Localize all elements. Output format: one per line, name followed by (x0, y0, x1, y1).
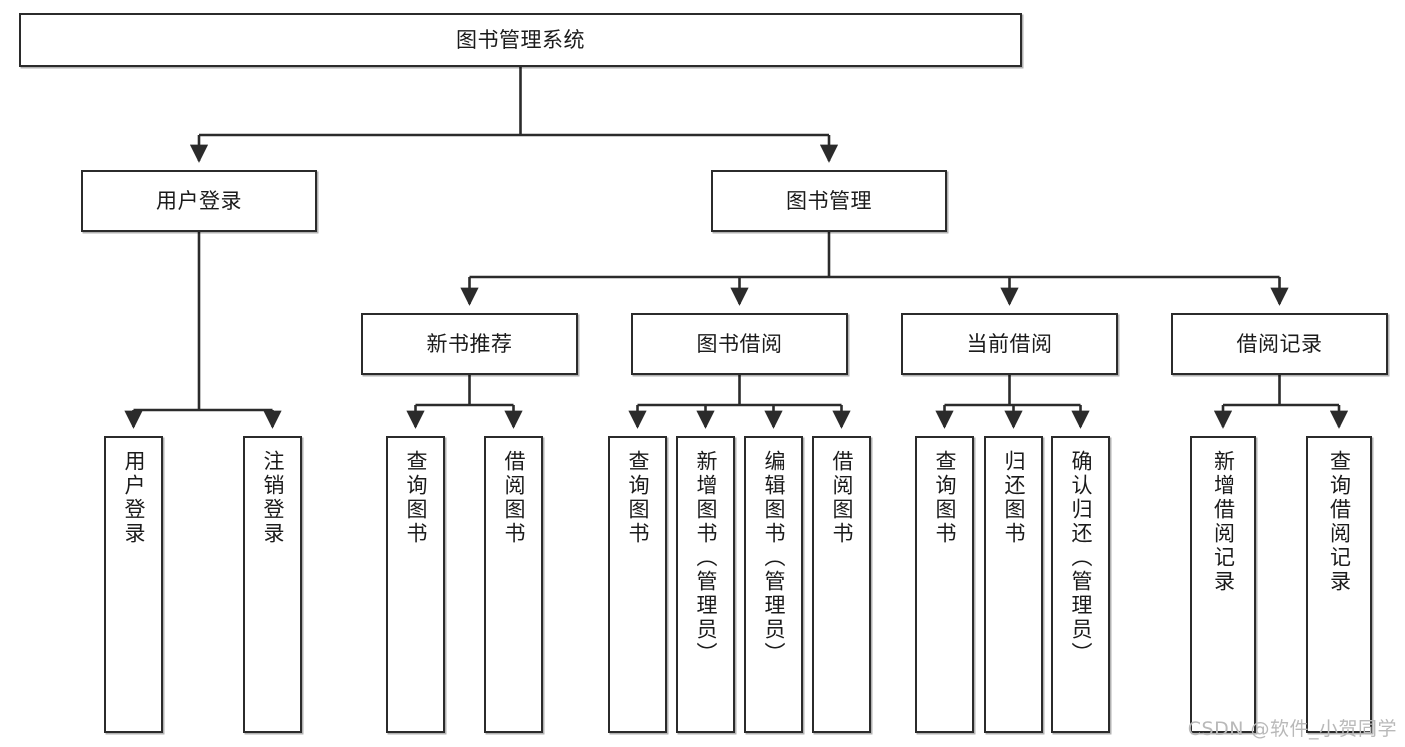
node-user-login[interactable]: 用户登录 (81, 170, 317, 232)
node-leaf-query-3[interactable]: 查询图书 (915, 436, 974, 733)
node-label: 查询图书 (933, 450, 957, 546)
watermark: CSDN @软件_小贺同学 (1187, 718, 1397, 740)
node-label: 借阅图书 (502, 450, 526, 546)
node-root[interactable]: 图书管理系统 (19, 13, 1022, 67)
node-label: 编辑图书（管理员） (762, 450, 786, 666)
node-leaf-return[interactable]: 归还图书 (984, 436, 1043, 733)
node-label: 查询借阅记录 (1327, 450, 1352, 594)
node-leaf-query-2[interactable]: 查询图书 (608, 436, 667, 733)
node-label: 确认归还（管理员） (1069, 450, 1093, 666)
node-leaf-borrow-1[interactable]: 借阅图书 (484, 436, 543, 733)
node-new-book-rec[interactable]: 新书推荐 (361, 313, 578, 375)
node-label: 新增借阅记录 (1211, 450, 1236, 594)
node-label: 查询图书 (404, 450, 428, 546)
node-label: 新增图书（管理员） (694, 450, 718, 666)
node-leaf-query-record[interactable]: 查询借阅记录 (1306, 436, 1372, 733)
node-label: 用户登录 (122, 450, 146, 546)
node-label: 借阅图书 (830, 450, 854, 546)
node-label: 用户登录 (156, 188, 242, 213)
node-leaf-add-book[interactable]: 新增图书（管理员） (676, 436, 735, 733)
node-label: 归还图书 (1002, 450, 1026, 546)
node-leaf-confirm[interactable]: 确认归还（管理员） (1051, 436, 1110, 733)
node-leaf-user-login[interactable]: 用户登录 (104, 436, 163, 733)
node-leaf-logout[interactable]: 注销登录 (243, 436, 302, 733)
node-label: 图书管理系统 (456, 27, 585, 52)
node-book-manage[interactable]: 图书管理 (711, 170, 947, 232)
node-leaf-add-record[interactable]: 新增借阅记录 (1190, 436, 1256, 733)
node-current-borrow[interactable]: 当前借阅 (901, 313, 1118, 375)
node-label: 图书借阅 (696, 331, 783, 356)
node-label: 借阅记录 (1236, 331, 1323, 356)
node-label: 新书推荐 (426, 331, 513, 356)
node-borrow-record[interactable]: 借阅记录 (1171, 313, 1388, 375)
node-book-borrow[interactable]: 图书借阅 (631, 313, 848, 375)
node-label: 查询图书 (626, 450, 650, 546)
node-leaf-edit-book[interactable]: 编辑图书（管理员） (744, 436, 803, 733)
node-label: 当前借阅 (966, 331, 1053, 356)
node-label: 注销登录 (261, 450, 285, 546)
node-leaf-query-1[interactable]: 查询图书 (386, 436, 445, 733)
node-leaf-borrow-2[interactable]: 借阅图书 (812, 436, 871, 733)
node-label: 图书管理 (786, 188, 872, 213)
